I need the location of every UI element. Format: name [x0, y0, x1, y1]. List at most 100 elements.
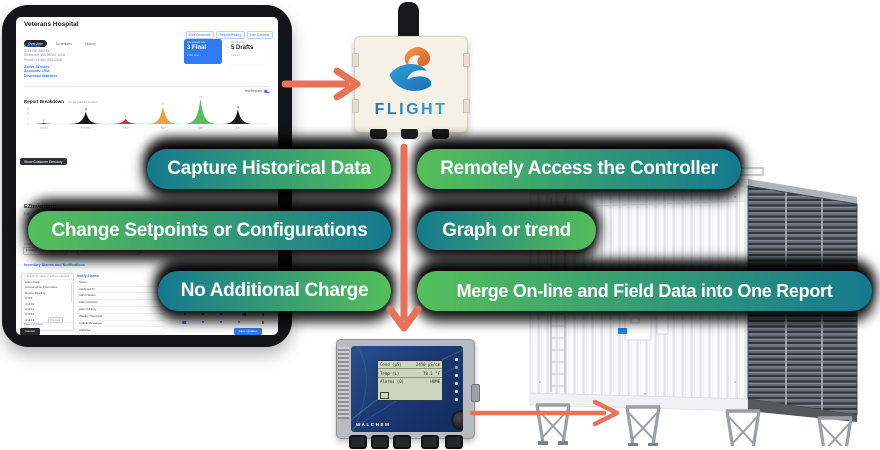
address-label[interactable]: Address — [24, 43, 41, 48]
search-icon: ⌕ — [24, 273, 26, 278]
dashboard-link[interactable]: Accounts: USA — [24, 69, 50, 74]
checkbox-dot[interactable] — [184, 313, 187, 316]
chart-title: Report Breakdown — [24, 99, 65, 104]
alert-mark — [262, 312, 264, 316]
toggle-label: Test Reports — [244, 89, 262, 93]
list-item[interactable]: Unit 10 — [25, 301, 35, 306]
notify-row[interactable]: Name — [77, 280, 165, 287]
notify-row[interactable]: Alarm Status — [77, 293, 165, 301]
previous-button[interactable]: Previous — [47, 317, 63, 324]
inventory-edit-link[interactable]: Edit — [24, 212, 30, 216]
list-item[interactable]: Device Reading — [25, 290, 46, 295]
dashboard-action-button[interactable]: Edit Customer — [185, 31, 215, 40]
lcd-label: Temp (L) — [380, 370, 400, 376]
hinge — [463, 53, 470, 67]
notify-row[interactable]: Alarm Delivery — [77, 300, 165, 307]
dashboard-link[interactable]: Active Sensors — [24, 65, 50, 69]
svg-text:January: January — [39, 127, 48, 130]
checkbox-dot[interactable] — [220, 313, 223, 316]
card-footer: view all — [231, 54, 240, 58]
status-led — [455, 358, 458, 361]
antenna-icon — [398, 2, 419, 42]
cable-port — [370, 129, 387, 139]
final-reports-card[interactable]: Completed rpts 3 Final 2 this Year › — [184, 39, 222, 64]
show-customer-directory-button[interactable]: Show Customer Directory — [20, 158, 67, 166]
arrow-tablet-to-flight — [281, 67, 361, 101]
cooling-tower-photo — [505, 152, 880, 450]
arrow-flight-to-controller — [386, 143, 422, 332]
list-item[interactable]: Consumption Information — [25, 285, 58, 290]
notify-row[interactable]: Assigned To — [77, 287, 165, 294]
alarms-section-heading: Inventory Alarms and Notifications — [24, 263, 85, 267]
address-line: Redmond, WA 98052, USA — [24, 53, 65, 58]
draft-reports-card[interactable]: Drafts saved 5 Drafts view all — [228, 39, 264, 64]
svg-text:0: 0 — [28, 123, 30, 126]
checkbox-dot[interactable] — [202, 321, 205, 324]
svg-text:February: February — [81, 127, 91, 130]
svg-text:15: 15 — [26, 107, 29, 110]
status-led — [455, 374, 458, 377]
notify-row[interactable]: Alarm History — [77, 307, 165, 314]
svg-text:25: 25 — [26, 97, 29, 100]
search-input[interactable]: ⌕ Search for name or address keyword — [22, 274, 73, 280]
chart-subtitle: for the past 12 months — [68, 100, 98, 104]
toggle-switch[interactable] — [242, 312, 249, 316]
controller-face: Cond (µS)2450 µS/cm Temp (L)78.1 °F Alar… — [351, 346, 463, 432]
flight-enclosure: FLIGHT — [352, 36, 470, 133]
product-select[interactable]: 1 Gallon▾ — [23, 247, 67, 255]
svg-text:April: April — [161, 127, 166, 130]
status-led — [455, 382, 458, 385]
inventory-heading: EZInventory — [24, 204, 56, 210]
dashboard-action-button[interactable]: Report History — [216, 31, 245, 40]
drum-size-select[interactable]: 55 gal Drum▾ — [77, 247, 140, 255]
notify-row[interactable]: Weekly Threshold — [77, 314, 165, 321]
svg-text:5: 5 — [125, 115, 127, 118]
toggle-switch[interactable] — [182, 320, 189, 324]
cable-gland — [421, 435, 439, 449]
svg-text:June: June — [235, 127, 241, 130]
notify-row[interactable]: Add User — [77, 327, 165, 335]
dashboard-link[interactable]: Download Statistics — [24, 73, 58, 78]
list-item[interactable]: Alarm Data — [25, 280, 40, 284]
notify-heading: Notify Alarms — [77, 274, 99, 278]
dashboard-action-button[interactable]: Lab Connect — [246, 31, 273, 40]
svg-text:14: 14 — [237, 106, 240, 109]
list-item[interactable]: Unit 11 — [25, 307, 34, 311]
chevron-down-icon: ▾ — [62, 248, 64, 253]
svg-text:20: 20 — [26, 102, 29, 105]
address-line: 3715 NE 40th St — [24, 49, 49, 53]
checkbox-dot[interactable] — [202, 313, 205, 316]
test-reports-toggle[interactable]: Test Reports — [244, 89, 270, 93]
list-item[interactable]: Unit 12 — [25, 312, 35, 317]
lcd-label: Alarms (0) — [380, 378, 405, 384]
controller-lcd: Cond (µS)2450 µS/cm Temp (L)78.1 °F Alar… — [377, 360, 443, 401]
heatsink — [338, 347, 349, 419]
card-label: Completed rpts — [187, 41, 206, 44]
cooling-tower-illustration — [529, 167, 858, 450]
inventory-list-panel: ⌕ Search for name or address keyword Ala… — [21, 273, 74, 331]
list-item[interactable]: Unit 1 — [25, 296, 33, 301]
svg-text:12: 12 — [84, 108, 87, 111]
control-knob — [451, 410, 463, 430]
cancel-button[interactable]: Cancel — [20, 328, 40, 335]
tab-overview[interactable]: Overview — [24, 40, 47, 48]
save-updates-button[interactable]: Save Updates — [234, 328, 262, 335]
scrollbar[interactable] — [71, 283, 72, 303]
phoenix-logo-icon — [389, 46, 432, 91]
toggle-switch-icon[interactable] — [264, 89, 270, 93]
card-label: Drafts saved — [231, 41, 247, 44]
address-line: Phone: +1 800-555-2345 — [24, 57, 62, 62]
tab-history[interactable]: History — [84, 41, 96, 46]
notify-row[interactable]: Critical Messages — [77, 321, 165, 328]
checkbox-dot[interactable] — [238, 321, 241, 324]
card-footer: 2 this Year › — [187, 54, 201, 58]
list-item[interactable]: Unit 13 — [25, 317, 35, 322]
lcd-label: Cond (µS) — [380, 362, 402, 368]
tab-schedules[interactable]: Schedules — [55, 41, 72, 46]
checkbox-dot[interactable] — [220, 321, 223, 324]
